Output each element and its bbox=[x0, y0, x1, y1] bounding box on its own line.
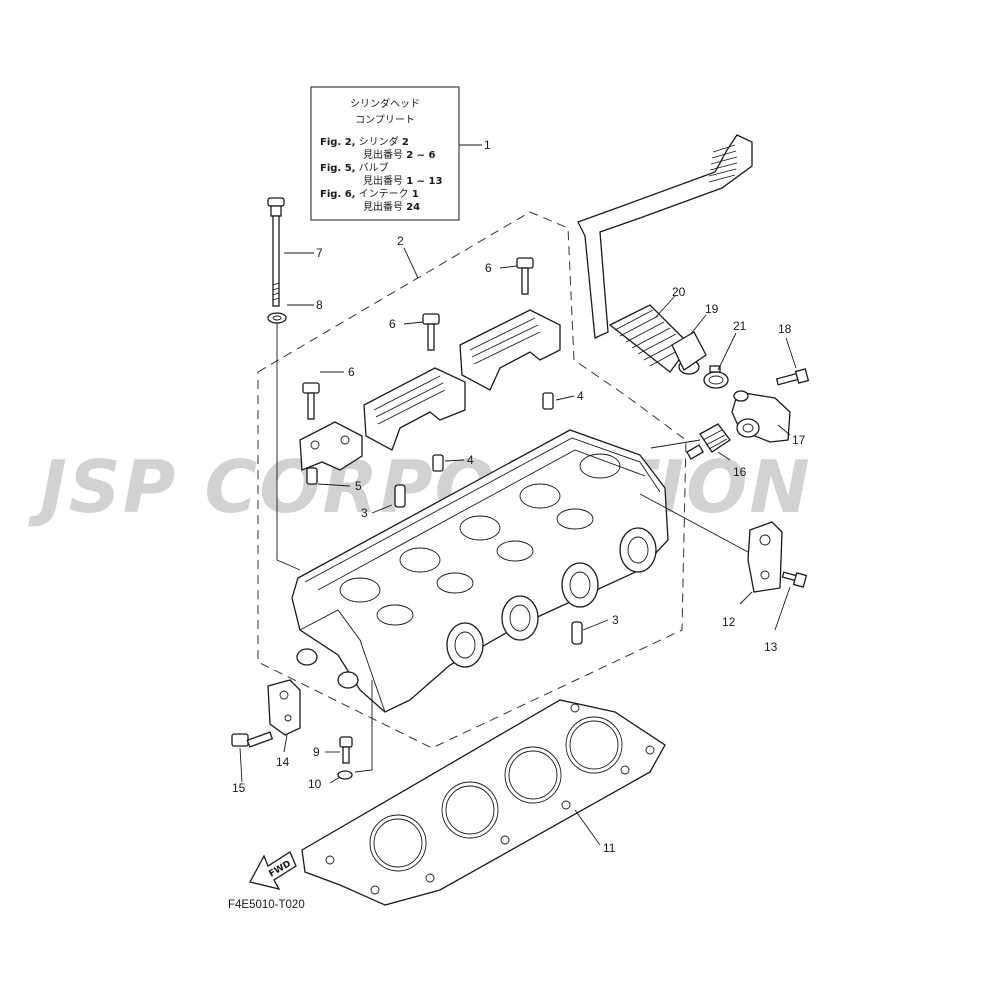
dowel-5 bbox=[306, 467, 318, 485]
callout-16: 16 bbox=[733, 465, 747, 479]
callout-6-a: 6 bbox=[485, 261, 492, 275]
callout-12: 12 bbox=[722, 615, 736, 629]
bolt-9 bbox=[339, 736, 353, 764]
bolt-9-path bbox=[354, 680, 373, 773]
bracket-14 bbox=[267, 679, 301, 736]
fwd-arrow-icon: FWD bbox=[249, 851, 297, 890]
callout-19: 19 bbox=[705, 302, 719, 316]
diagram-code: F4E5010-T020 bbox=[228, 899, 305, 911]
info-line-4: 見出番号 1 ~ 13 bbox=[363, 174, 442, 187]
callout-4-a: 4 bbox=[577, 389, 584, 403]
callout-8: 8 bbox=[316, 298, 323, 312]
info-line-2: 見出番号 2 ~ 6 bbox=[363, 148, 435, 161]
callout-10: 10 bbox=[308, 777, 322, 791]
hose-clamp bbox=[703, 365, 729, 389]
info-title-line1: シリンダヘッド bbox=[350, 97, 420, 110]
info-box: シリンダヘッド コンプリート Fig. 2, シリンダ 2 見出番号 2 ~ 6… bbox=[310, 86, 460, 221]
callout-6-b: 6 bbox=[389, 317, 396, 331]
callout-11: 11 bbox=[603, 841, 616, 855]
dowel-4-a bbox=[542, 392, 554, 410]
info-title-line2: コンプリート bbox=[355, 114, 415, 126]
pin-3-b bbox=[571, 621, 583, 645]
info-line-6: 見出番号 24 bbox=[363, 200, 420, 213]
callout-5: 5 bbox=[355, 479, 362, 493]
callout-4-b: 4 bbox=[467, 453, 474, 467]
bolt-15 bbox=[231, 731, 274, 748]
cylinder-head bbox=[291, 429, 669, 713]
callout-labels: 1 2 3 3 4 4 5 6 6 6 7 8 9 10 11 12 13 14… bbox=[232, 138, 806, 855]
cover-plate bbox=[747, 521, 783, 593]
water-hose bbox=[577, 134, 753, 375]
info-line-5: Fig. 6, インテーク 1 bbox=[320, 188, 419, 200]
cam-cap-middle bbox=[363, 367, 466, 451]
callout-7: 7 bbox=[316, 246, 323, 260]
dowel-4-b bbox=[432, 454, 444, 472]
callout-3-a: 3 bbox=[361, 506, 368, 520]
info-line-3: Fig. 5, バルブ bbox=[320, 161, 389, 174]
washer-10 bbox=[337, 770, 353, 780]
callout-1: 1 bbox=[484, 138, 491, 152]
bolt-7 bbox=[267, 197, 285, 307]
bolt-13 bbox=[781, 571, 808, 588]
bolt-7-path bbox=[276, 323, 301, 571]
callout-13: 13 bbox=[764, 640, 778, 654]
callout-3-b: 3 bbox=[612, 613, 619, 627]
callout-9: 9 bbox=[313, 745, 320, 759]
callout-20: 20 bbox=[672, 285, 686, 299]
washer-8 bbox=[267, 312, 287, 324]
info-line-1: Fig. 2, シリンダ 2 bbox=[320, 135, 409, 148]
cam-cap-rear bbox=[459, 309, 561, 391]
bolt-6-c bbox=[302, 382, 320, 420]
assembly-boundary bbox=[257, 211, 687, 749]
head-gasket bbox=[301, 699, 666, 906]
leader-lines bbox=[239, 144, 797, 846]
callout-2: 2 bbox=[397, 234, 404, 248]
pin-3-a bbox=[394, 484, 406, 508]
thermostat bbox=[686, 423, 731, 460]
callout-17: 17 bbox=[792, 433, 806, 447]
callout-21: 21 bbox=[733, 319, 747, 333]
water-fitting bbox=[731, 390, 791, 443]
callout-18: 18 bbox=[778, 322, 792, 336]
callout-14: 14 bbox=[276, 755, 290, 769]
callout-6-c: 6 bbox=[348, 365, 355, 379]
cam-cap-front bbox=[299, 421, 363, 471]
bolt-18 bbox=[775, 368, 810, 386]
callout-15: 15 bbox=[232, 781, 246, 795]
bolt-6-a bbox=[516, 257, 534, 295]
bolt-6-b bbox=[422, 313, 440, 351]
